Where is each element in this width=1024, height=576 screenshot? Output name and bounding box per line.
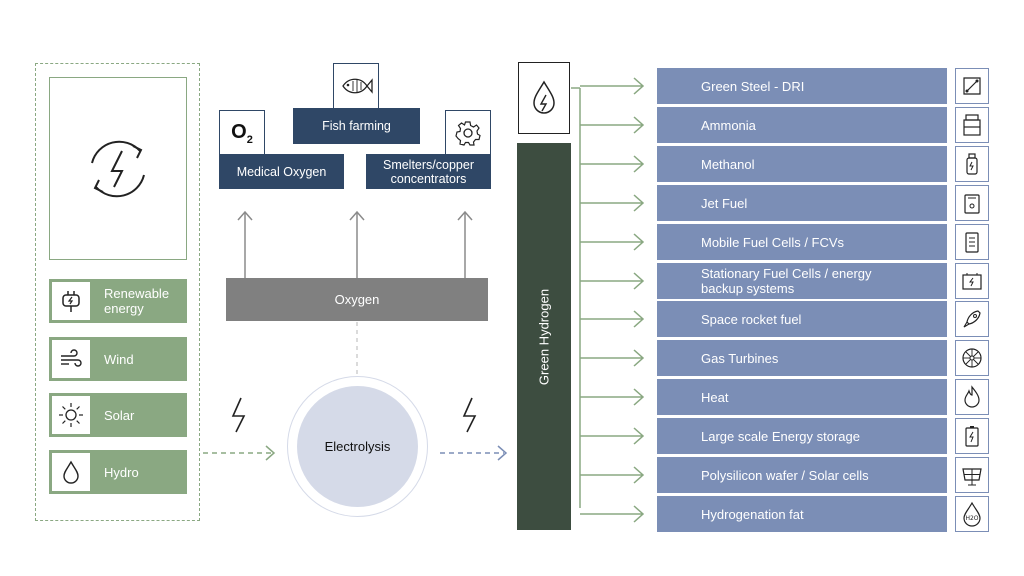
electrolysis-label: Electrolysis <box>324 439 391 454</box>
output-label: Smelters/copper concentrators <box>382 157 474 186</box>
fish-icon <box>333 63 379 109</box>
hydrogen-drop-icon <box>518 62 570 134</box>
smelters-box: Smelters/copper concentrators <box>366 154 491 189</box>
use-arrow <box>580 272 645 290</box>
use-arrow <box>580 427 645 445</box>
use-arrow <box>580 505 645 523</box>
sources-container <box>35 63 200 521</box>
use-arrow <box>580 116 645 134</box>
output-label: Medical Oxygen <box>236 164 327 179</box>
use-arrow <box>580 349 645 367</box>
lightning-icon <box>231 397 246 433</box>
medical-oxygen-box: Medical Oxygen <box>219 154 344 189</box>
use-arrow <box>580 194 645 212</box>
fish-farming-box: Fish farming <box>293 108 420 144</box>
use-arrow <box>580 233 645 251</box>
plug-icon <box>52 282 90 320</box>
source-wind: Wind <box>49 337 187 381</box>
sun-icon <box>52 396 90 434</box>
source-hydro: Hydro <box>49 450 187 494</box>
use-arrow <box>580 466 645 484</box>
source-label: Solar <box>104 407 135 423</box>
source-label: Hydro <box>104 464 139 480</box>
water-drop-icon <box>52 453 90 491</box>
source-renewable-energy: Renewable energy <box>49 279 187 323</box>
electrolysis-outer-ring <box>287 376 428 517</box>
green-hydrogen-bar: Green Hydrogen <box>517 143 571 530</box>
lightning-icon <box>462 397 477 433</box>
source-label: Renewable energy <box>104 286 170 316</box>
renewable-cycle-icon <box>91 140 145 197</box>
output-label: Fish farming <box>322 119 391 133</box>
use-arrow <box>580 310 645 328</box>
source-label: Wind <box>104 351 134 367</box>
use-arrow <box>580 155 645 173</box>
use-arrow <box>580 388 645 406</box>
electrolysis-circle: Electrolysis <box>297 386 418 507</box>
use-arrow <box>580 77 645 95</box>
green-hydrogen-label: Green Hydrogen <box>536 288 552 385</box>
source-solar: Solar <box>49 393 187 437</box>
wind-icon <box>52 340 90 378</box>
o2-icon: O2 <box>219 110 265 156</box>
gear-icon <box>445 110 491 156</box>
oxygen-bar: Oxygen <box>226 278 488 321</box>
oxygen-label: Oxygen <box>334 292 380 307</box>
renewable-cycle-panel <box>49 77 187 260</box>
